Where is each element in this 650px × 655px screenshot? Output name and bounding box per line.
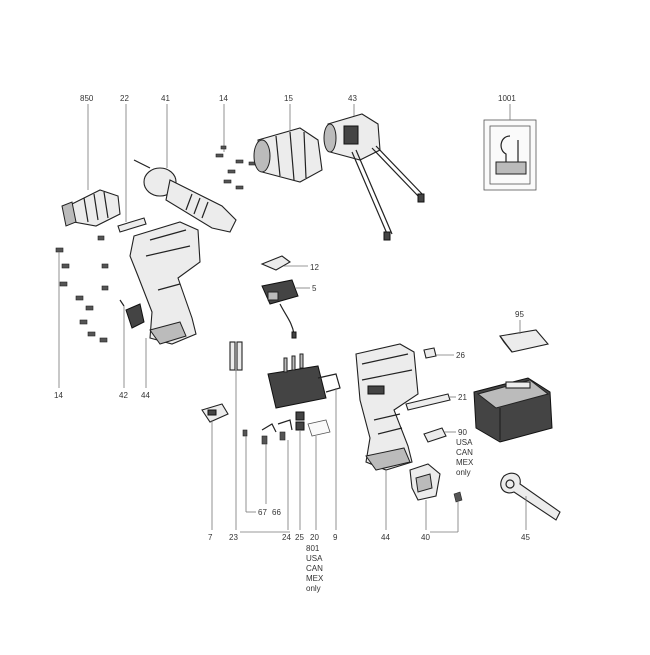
part-43-motor [323, 113, 425, 241]
part-15-gearbox [253, 127, 323, 183]
label-801-note-1: USA [306, 554, 323, 563]
part-22-plate [117, 217, 147, 233]
part-95-cover [499, 329, 550, 353]
part-7-led-cover [201, 403, 229, 423]
label-23: 23 [229, 533, 238, 542]
label-43: 43 [348, 94, 357, 103]
part-66-contacts [261, 423, 277, 445]
part-44-housing-right [355, 343, 419, 471]
label-801-note-3: MEX [306, 574, 324, 583]
label-90-note-1: USA [456, 438, 473, 447]
label-25: 25 [295, 533, 304, 542]
part-21-strip [405, 393, 451, 411]
part-14-screws-left [55, 235, 109, 343]
label-44-left: 44 [141, 391, 150, 400]
part-45-spanner [500, 472, 561, 521]
part-40-belt-clip [409, 463, 463, 503]
label-40: 40 [421, 533, 430, 542]
label-21: 21 [458, 393, 467, 402]
label-41: 41 [161, 94, 170, 103]
label-12: 12 [310, 263, 319, 272]
label-90: 90 [458, 428, 467, 437]
label-44-right: 44 [381, 533, 390, 542]
part-23-strips [229, 341, 243, 371]
label-20: 20 [310, 533, 319, 542]
label-14-left: 14 [54, 391, 63, 400]
label-15: 15 [284, 94, 293, 103]
part-5-switch [261, 279, 299, 339]
label-24: 24 [282, 533, 291, 542]
part-41-side-handle [133, 159, 237, 233]
part-24-springs [277, 419, 293, 441]
label-14-top: 14 [219, 94, 228, 103]
label-90-note-4: only [456, 468, 471, 477]
label-801-note-2: CAN [306, 564, 323, 573]
label-9: 9 [333, 533, 338, 542]
label-95: 95 [515, 310, 524, 319]
label-26: 26 [456, 351, 465, 360]
label-801-note-4: only [306, 584, 321, 593]
label-1001: 1001 [498, 94, 516, 103]
label-45: 45 [521, 533, 530, 542]
label-42: 42 [119, 391, 128, 400]
part-25-screws [295, 411, 305, 431]
part-9-electronics [267, 353, 341, 409]
label-801: 801 [306, 544, 320, 553]
part-26-pad [423, 347, 437, 359]
part-20-label [307, 419, 331, 437]
part-67-pin [242, 429, 248, 437]
label-7: 7 [208, 533, 213, 542]
label-5: 5 [312, 284, 317, 293]
part-850-chuck [61, 189, 121, 227]
part-44-housing-left [129, 221, 201, 345]
part-1001-documentation [483, 119, 537, 191]
part-12-switch-slider [260, 255, 291, 271]
label-850: 850 [80, 94, 94, 103]
part-14-screws-top [215, 104, 256, 190]
label-90-note-2: CAN [456, 448, 473, 457]
part-42-clip [119, 299, 145, 329]
label-22: 22 [120, 94, 129, 103]
part-90-sticker [423, 427, 447, 443]
label-67: 67 [258, 508, 267, 517]
label-66: 66 [272, 508, 281, 517]
label-90-note-3: MEX [456, 458, 474, 467]
battery-pack [473, 377, 553, 443]
